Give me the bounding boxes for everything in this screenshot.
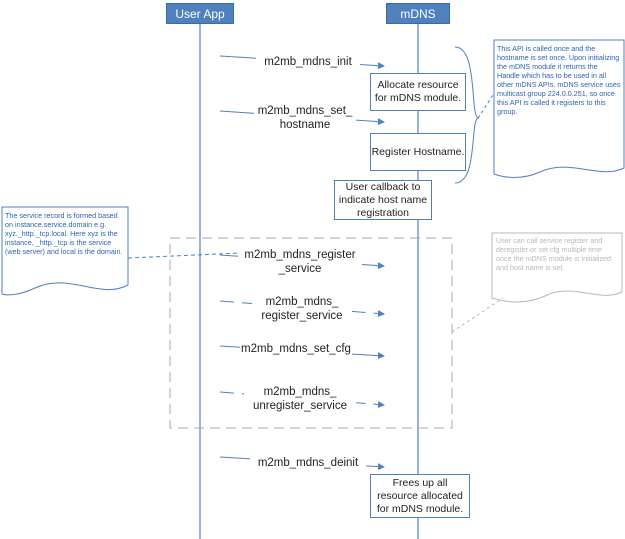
message-init-text: m2mb_mdns_init [264,56,352,68]
service-record-note-text: The service record is formed based on in… [5,211,123,256]
message-set-hostname-line1: m2mb_mdns_set_ [257,105,353,117]
service-record-note: The service record is formed based on in… [5,211,126,256]
optional-group-frame [169,237,453,429]
service-record-note-shape [1,206,129,296]
message-register-line2: _service [278,263,322,275]
arrow-register-dashed [219,300,385,318]
message-register: m2mb_mdns_register _service [238,248,362,276]
message-set-cfg: m2mb_mdns_set_cfg [240,342,352,356]
user-note-text: User can call service register and dereg… [496,236,612,272]
box-callback: User callback to indicate host name regi… [334,180,432,220]
user-note-shape [491,232,623,303]
message-set-cfg-text: m2mb_mdns_set_cfg [241,343,351,355]
message-deinit-text: m2mb_mdns_deinit [257,457,359,469]
box-allocate-text: Allocate resource for mDNS module. [374,79,462,104]
user-note-connector [451,297,504,333]
message-set-hostname-line2: hostname [279,119,331,131]
box-register-hostname: Register Hostname. [370,133,466,171]
message-register-line1: m2mb_mdns_register [244,249,356,261]
user-app-label: User App [175,6,225,21]
box-free: Frees up all resource allocated for mDNS… [370,474,470,518]
mdns-header: mDNS [386,3,450,24]
message-unregister-line1: m2mb_mdns_ [263,386,337,398]
api-note-brace [454,46,480,184]
mdns-label: mDNS [400,6,436,21]
box-register-hostname-text: Register Hostname. [371,145,465,158]
message-unregister: m2mb_mdns_ unregister_service [244,385,356,413]
box-allocate: Allocate resource for mDNS module. [370,73,466,111]
message-register-dashed: m2mb_mdns_ register_service [252,295,352,323]
message-init: m2mb_mdns_init [256,55,360,69]
box-callback-text: User callback to indicate host name regi… [338,180,428,219]
box-free-text: Frees up all resource allocated for mDNS… [376,476,464,515]
api-note-shape [493,39,625,178]
message-deinit: m2mb_mdns_deinit [250,456,366,470]
message-register-dashed-line2: register_service [261,310,343,322]
api-note-connector [477,91,496,119]
message-register-dashed-line1: m2mb_mdns_ [265,296,339,308]
message-set-hostname: m2mb_mdns_set_ hostname [254,104,356,132]
user-app-header: User App [166,3,234,24]
api-note-text: This API is called once and the hostname… [497,44,621,116]
message-unregister-line2: unregister_service [253,400,347,412]
api-note: This API is called once and the hostname… [497,44,621,116]
user-note: User can call service register and dereg… [496,236,618,272]
service-record-connector [127,252,241,259]
